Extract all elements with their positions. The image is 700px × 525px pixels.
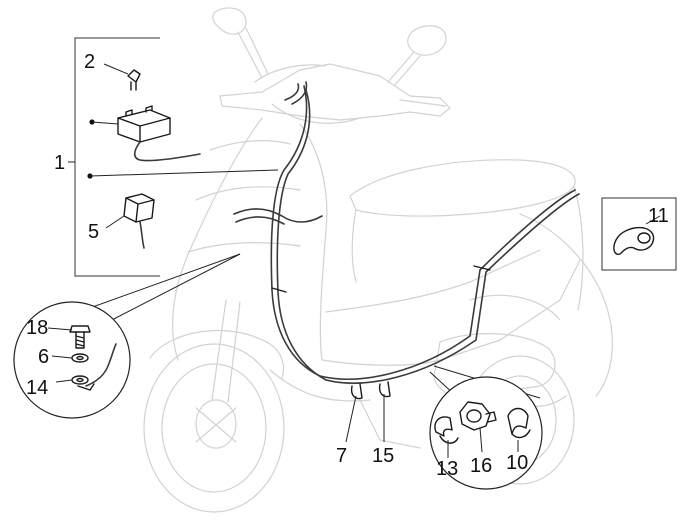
inset-cable-clamps xyxy=(429,365,543,490)
callout-6: 6 xyxy=(38,346,49,368)
callout-15: 15 xyxy=(372,445,394,467)
callout-1: 1 xyxy=(54,152,65,174)
wiring-harness xyxy=(233,81,580,400)
callout-7: 7 xyxy=(336,445,347,467)
bracket-group-1 xyxy=(68,37,279,277)
callout-14: 14 xyxy=(26,377,48,399)
callout-13: 13 xyxy=(436,458,458,480)
inset-part-11 xyxy=(601,197,677,271)
callout-18: 18 xyxy=(26,317,48,339)
leader-7 xyxy=(345,395,357,443)
inset-screw-washers xyxy=(13,253,241,419)
scooter-outline xyxy=(143,7,613,513)
terminal-part-2 xyxy=(103,63,141,91)
callout-5: 5 xyxy=(88,221,99,243)
connector-part-5 xyxy=(105,193,155,249)
callout-10: 10 xyxy=(506,452,528,474)
callout-16: 16 xyxy=(470,455,492,477)
callout-11: 11 xyxy=(648,205,669,227)
connector-block xyxy=(117,105,201,162)
callout-2: 2 xyxy=(84,51,95,73)
